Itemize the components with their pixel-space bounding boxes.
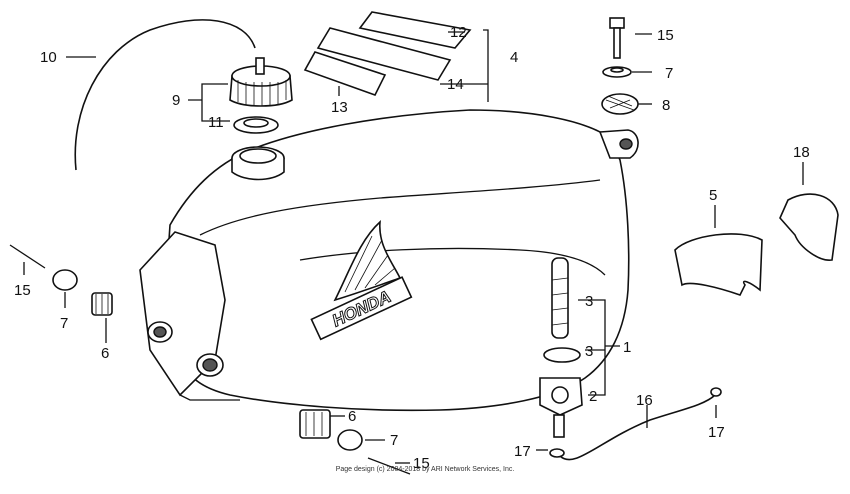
copyright-notice: Page design (c) 2004-2018 by ARI Network… (336, 466, 515, 473)
fuel-cap (229, 57, 293, 134)
callout-18: 18 (793, 144, 810, 161)
callout-7-bottom: 7 (390, 432, 398, 449)
tube-clip-upper (710, 387, 722, 397)
callout-6-bottom: 6 (348, 408, 356, 425)
callout-2: 2 (589, 388, 597, 405)
callout-11: 11 (208, 114, 224, 131)
callout-17-right: 17 (708, 424, 725, 441)
callout-15-top: 15 (657, 27, 674, 44)
callout-8: 8 (662, 97, 670, 114)
callout-16: 16 (636, 392, 653, 409)
rear-mount-parts (601, 17, 639, 115)
callout-15-bottom: 15 (413, 455, 430, 472)
callout-14: 14 (447, 76, 464, 93)
callout-5: 5 (709, 187, 717, 204)
callout-17-left: 17 (514, 443, 531, 460)
callout-12: 12 (450, 24, 467, 41)
breather-tube (74, 19, 256, 171)
callout-4: 4 (510, 49, 518, 66)
callout-7-top: 7 (665, 65, 673, 82)
callout-7-left: 7 (60, 315, 68, 332)
fuel-cock-assembly (539, 257, 583, 438)
callout-labels: 10 9 11 12 4 14 13 15 7 8 18 5 15 7 6 3 … (14, 24, 810, 472)
fuel-tube (559, 394, 716, 461)
tank-pad (674, 233, 763, 296)
callout-3-upper: 3 (585, 293, 593, 310)
front-mount-parts-left (9, 244, 113, 316)
fuel-tank: HONDA (139, 109, 639, 412)
callout-1: 1 (623, 339, 631, 356)
front-mount-parts-bottom (299, 409, 411, 475)
callout-15-left: 15 (14, 282, 31, 299)
tube-clip-lower (549, 448, 565, 458)
callout-10: 10 (40, 49, 57, 66)
callout-9: 9 (172, 92, 180, 109)
tank-decals (303, 11, 472, 96)
tank-band (779, 193, 839, 261)
leader-lines (23, 29, 804, 464)
callout-6-left: 6 (101, 345, 109, 362)
callout-3-lower: 3 (585, 343, 593, 360)
callout-13: 13 (331, 99, 348, 116)
